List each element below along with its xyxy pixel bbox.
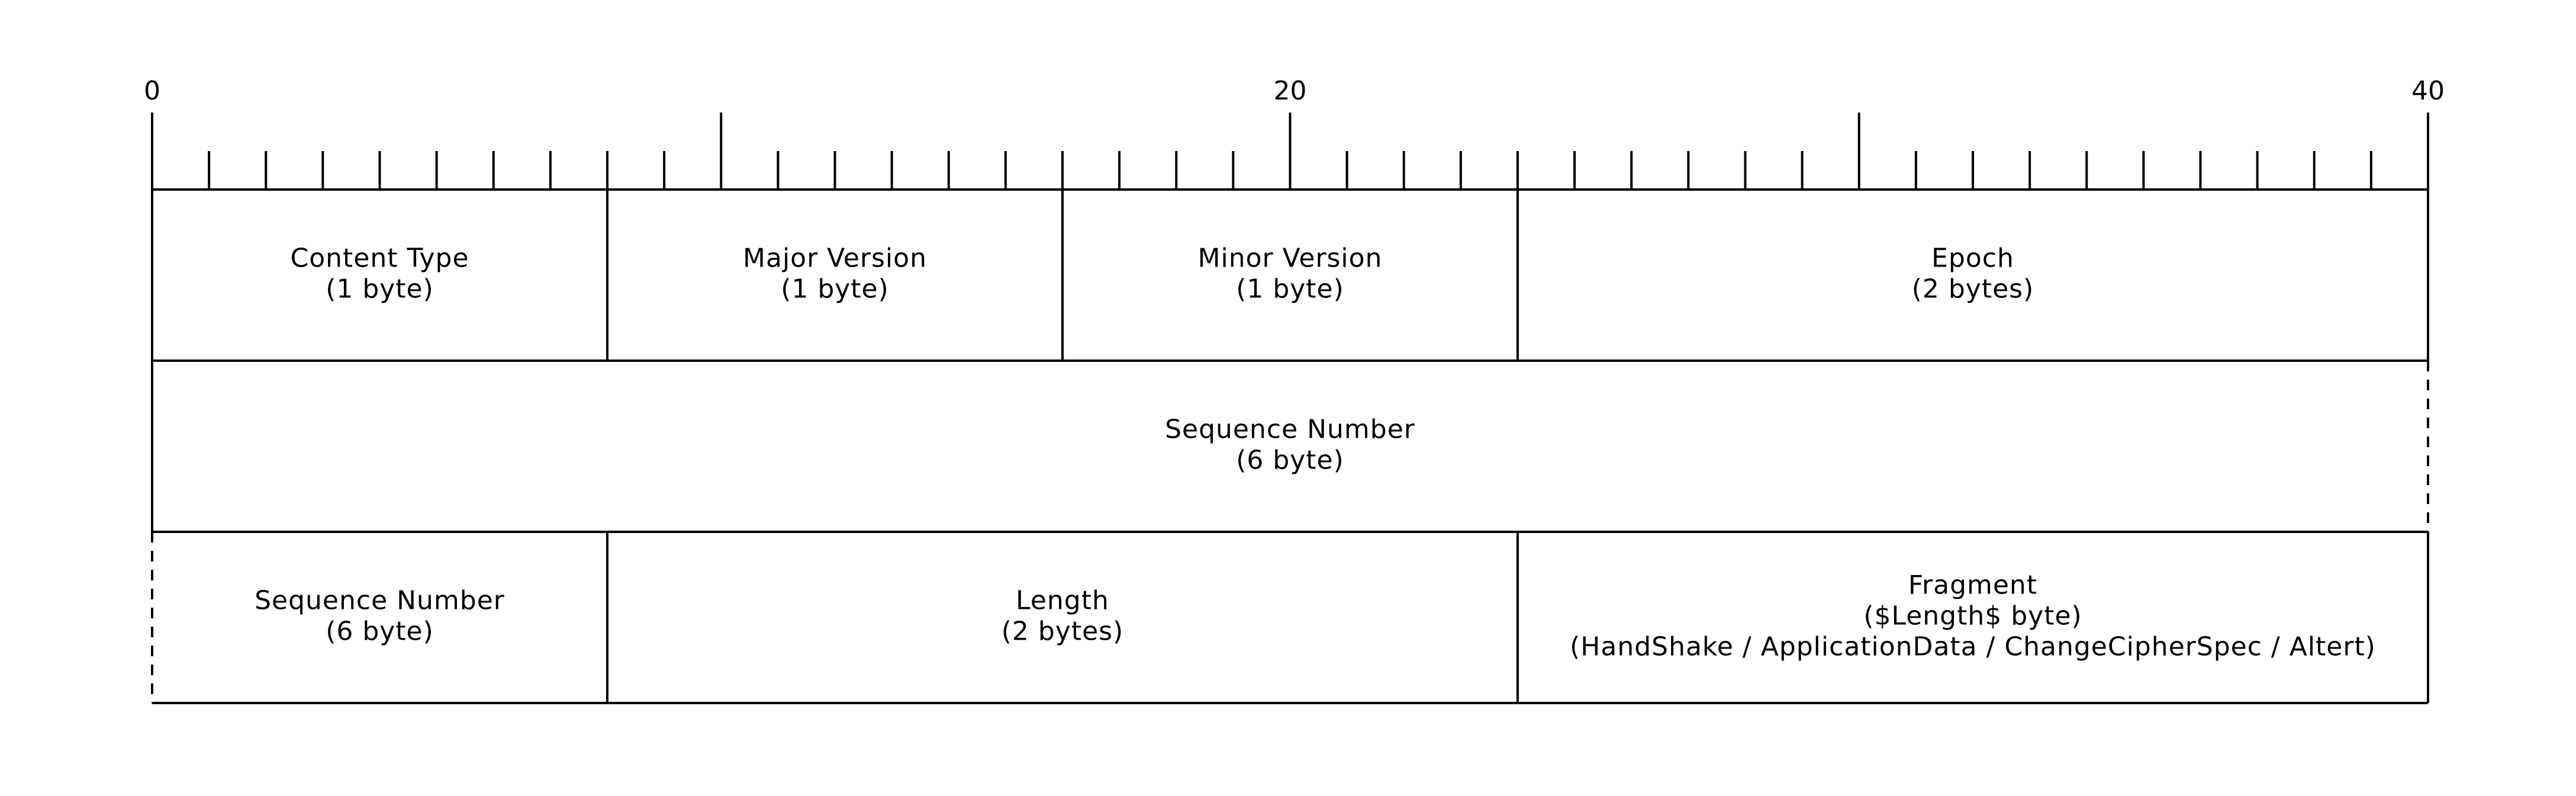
field-sequence-number-part2: Sequence Number(6 byte) [151,531,608,704]
field-epoch: Epoch(2 bytes) [1516,188,2429,362]
packet-fields: Content Type(1 byte)Major Version(1 byte… [151,188,2429,704]
field-label: Major Version [743,243,927,274]
field-label: Epoch [1931,243,2014,274]
bit-scale: 0 20 40 [144,76,2445,190]
field-label: Minor Version [1198,243,1383,274]
field-label: (6 byte) [326,617,434,647]
field-label: (1 byte) [781,274,889,304]
field-label: (1 byte) [1236,274,1344,304]
field-label: (6 byte) [1236,445,1344,476]
field-label: ($Length$ byte) [1863,601,2082,631]
field-label: (HandShake / ApplicationData / ChangeCip… [1570,632,2376,662]
scale-label: 0 [144,76,160,106]
field-label: Content Type [290,243,469,274]
field-label: Sequence Number [1165,415,1415,445]
field-content-type: Content Type(1 byte) [151,188,608,362]
field-label: (1 byte) [326,274,434,304]
field-length: Length(2 bytes) [606,531,1519,704]
scale-label: 40 [2411,76,2445,106]
field-fragment: Fragment($Length$ byte)(HandShake / Appl… [1516,531,2429,704]
scale-label: 20 [1274,76,1307,106]
field-label: Sequence Number [255,586,505,616]
field-label: Fragment [1908,570,2037,601]
field-label: (2 bytes) [1912,274,2034,304]
field-label: (2 bytes) [1002,617,1124,647]
field-major-version: Major Version(1 byte) [606,188,1064,362]
field-label: Length [1016,586,1109,616]
field-minor-version: Minor Version(1 byte) [1061,188,1519,362]
field-sequence-number-part1: Sequence Number(6 byte) [151,360,2429,533]
